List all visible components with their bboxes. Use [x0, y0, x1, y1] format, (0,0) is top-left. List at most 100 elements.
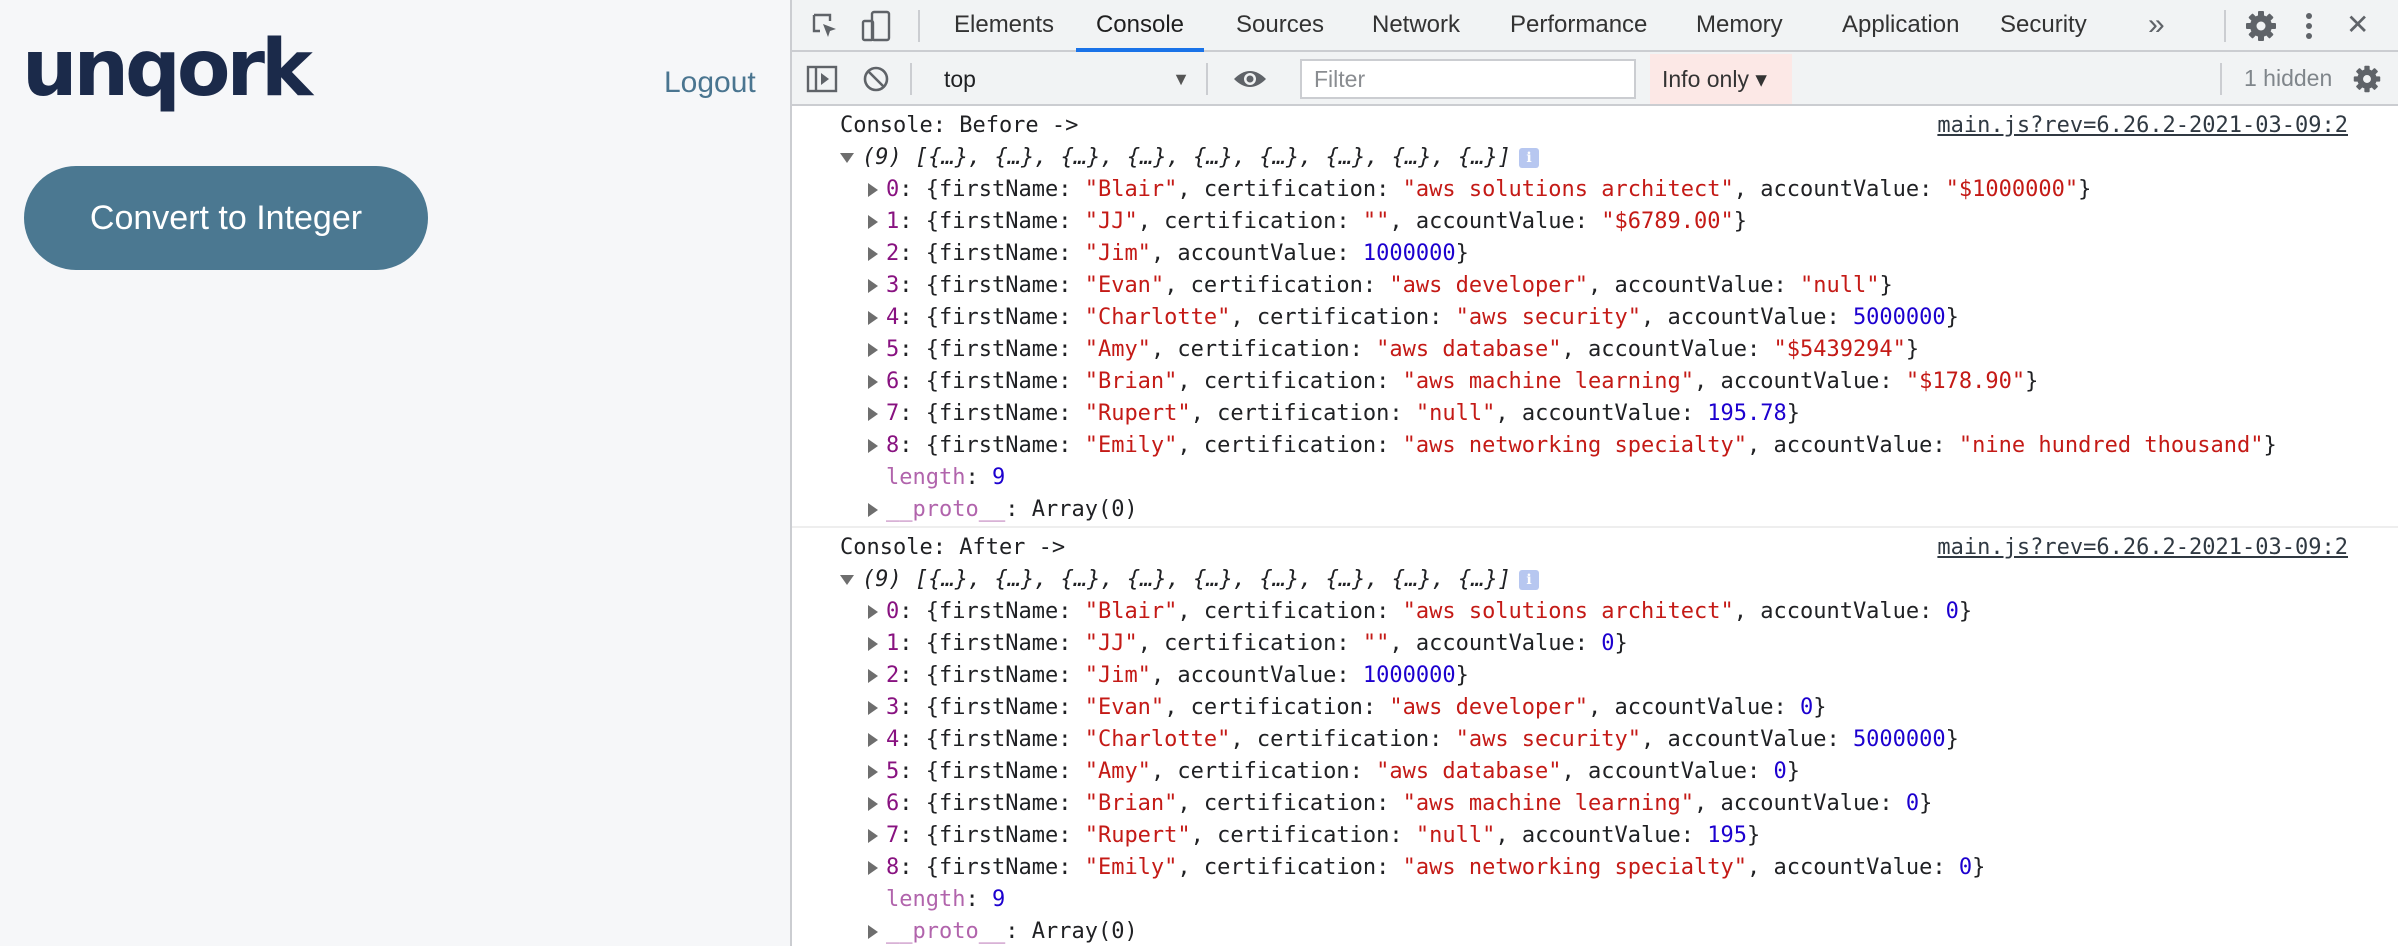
- property-key: , accountValue:: [1389, 631, 1602, 656]
- array-entry-row[interactable]: 4: {firstName: "Charlotte", certificatio…: [868, 724, 1959, 756]
- source-link[interactable]: main.js?rev=6.26.2-2021-03-09:2: [1937, 113, 2348, 138]
- tab-security[interactable]: Security: [2000, 0, 2087, 52]
- array-entry-row[interactable]: 5: {firstName: "Amy", certification: "aw…: [868, 334, 1919, 366]
- console-filter-input[interactable]: [1300, 59, 1636, 99]
- syntax-punctuation: : {: [899, 337, 939, 362]
- array-entry-row[interactable]: 2: {firstName: "Jim", accountValue: 1000…: [868, 660, 1469, 692]
- array-entry-row[interactable]: 7: {firstName: "Rupert", certification: …: [868, 398, 1800, 430]
- first-name-value: "Brian": [1084, 791, 1178, 816]
- devtools-panel: Elements Console Sources Network Perform…: [790, 0, 2398, 946]
- syntax-punctuation: }: [1945, 305, 1959, 330]
- array-entry-row[interactable]: 0: {firstName: "Blair", certification: "…: [868, 174, 2091, 206]
- account-value: 5000000: [1852, 727, 1946, 752]
- expand-triangle-icon[interactable]: [868, 925, 878, 939]
- expand-triangle-icon[interactable]: [868, 343, 878, 357]
- array-proto-row[interactable]: __proto__: Array(0): [868, 494, 1138, 526]
- array-entry-row[interactable]: 1: {firstName: "JJ", certification: "", …: [868, 628, 1628, 660]
- certification-value: "aws networking specialty": [1402, 433, 1747, 458]
- account-value: "$1000000": [1945, 177, 2079, 202]
- property-key: firstName:: [939, 241, 1085, 266]
- expand-triangle-icon[interactable]: [868, 637, 878, 651]
- expand-triangle-icon[interactable]: [868, 183, 878, 197]
- expand-triangle-icon[interactable]: [868, 605, 878, 619]
- context-selector[interactable]: top ▼: [934, 58, 1196, 100]
- first-name-value: "Jim": [1084, 241, 1151, 266]
- property-key: firstName:: [939, 759, 1085, 784]
- expand-triangle-icon[interactable]: [868, 375, 878, 389]
- entry-index: 2: [886, 663, 900, 688]
- expand-triangle-icon[interactable]: [868, 829, 878, 843]
- array-entry-row[interactable]: 0: {firstName: "Blair", certification: "…: [868, 596, 1972, 628]
- expand-triangle-icon[interactable]: [868, 439, 878, 453]
- gear-icon[interactable]: [2244, 9, 2278, 43]
- array-entry-row[interactable]: 8: {firstName: "Emily", certification: "…: [868, 852, 1985, 884]
- account-value: 0: [1799, 695, 1814, 720]
- expand-triangle-icon[interactable]: [868, 797, 878, 811]
- toolbar-divider: [2220, 63, 2222, 95]
- array-entry-row[interactable]: 6: {firstName: "Brian", certification: "…: [868, 788, 1932, 820]
- account-value: "$5439294": [1773, 337, 1906, 362]
- expand-triangle-icon[interactable]: [868, 701, 878, 715]
- first-name-value: "Evan": [1084, 273, 1165, 298]
- tab-performance[interactable]: Performance: [1510, 0, 1647, 52]
- console-sidebar-icon[interactable]: [806, 64, 838, 94]
- expand-triangle-icon[interactable]: [868, 765, 878, 779]
- expand-triangle-icon[interactable]: [868, 215, 878, 229]
- expand-triangle-icon[interactable]: [868, 503, 878, 517]
- array-entry-row[interactable]: 1: {firstName: "JJ", certification: "", …: [868, 206, 1747, 238]
- expand-triangle-icon[interactable]: [868, 733, 878, 747]
- expand-triangle-icon[interactable]: [868, 247, 878, 261]
- syntax-punctuation: : {: [899, 855, 939, 880]
- clear-console-icon[interactable]: [862, 65, 890, 93]
- console-settings-gear-icon[interactable]: [2352, 64, 2382, 94]
- tab-sources[interactable]: Sources: [1236, 0, 1324, 52]
- array-entry-row[interactable]: 4: {firstName: "Charlotte", certificatio…: [868, 302, 1959, 334]
- tab-console[interactable]: Console: [1076, 0, 1204, 52]
- proto-key: __proto__: [886, 919, 1006, 944]
- syntax-punctuation: }: [1919, 791, 1933, 816]
- array-entry-row[interactable]: 3: {firstName: "Evan", certification: "a…: [868, 270, 1893, 302]
- info-icon[interactable]: i: [1519, 148, 1540, 168]
- syntax-punctuation: : {: [899, 305, 939, 330]
- expand-triangle-icon[interactable]: [868, 861, 878, 875]
- logout-link[interactable]: Logout: [664, 66, 756, 99]
- syntax-punctuation: : {: [899, 663, 939, 688]
- account-value: "$6789.00": [1601, 209, 1734, 234]
- tab-network[interactable]: Network: [1372, 0, 1460, 52]
- array-entry-row[interactable]: 6: {firstName: "Brian", certification: "…: [868, 366, 2038, 398]
- array-summary[interactable]: (9) [{…}, {…}, {…}, {…}, {…}, {…}, {…}, …: [840, 564, 1540, 596]
- entry-index: 7: [886, 401, 900, 426]
- tab-elements[interactable]: Elements: [954, 0, 1054, 52]
- expand-triangle-icon[interactable]: [868, 279, 878, 293]
- array-proto-row[interactable]: __proto__: Array(0): [868, 916, 1138, 946]
- eye-icon[interactable]: [1232, 67, 1268, 91]
- expand-triangle-icon[interactable]: [868, 311, 878, 325]
- expand-triangle-icon[interactable]: [868, 407, 878, 421]
- property-key: , accountValue:: [1694, 369, 1906, 394]
- tab-application[interactable]: Application: [1842, 0, 1959, 52]
- array-entry-row[interactable]: 3: {firstName: "Evan", certification: "a…: [868, 692, 1826, 724]
- array-entry-row[interactable]: 8: {firstName: "Emily", certification: "…: [868, 430, 2277, 462]
- source-link[interactable]: main.js?rev=6.26.2-2021-03-09:2: [1937, 535, 2348, 560]
- inspect-element-icon[interactable]: [810, 11, 840, 41]
- collapse-triangle-icon[interactable]: [840, 153, 854, 163]
- array-entry-row[interactable]: 5: {firstName: "Amy", certification: "aw…: [868, 756, 1800, 788]
- property-key: , certification:: [1230, 727, 1456, 752]
- log-levels-dropdown[interactable]: Info only ▾: [1650, 54, 1792, 104]
- property-key: firstName:: [939, 855, 1085, 880]
- close-icon[interactable]: ✕: [2346, 9, 2370, 40]
- convert-to-integer-button[interactable]: Convert to Integer: [24, 166, 428, 270]
- more-tabs-button[interactable]: »: [2148, 8, 2165, 41]
- expand-triangle-icon[interactable]: [868, 669, 878, 683]
- kebab-menu-icon[interactable]: [2302, 10, 2316, 42]
- array-entry-row[interactable]: 7: {firstName: "Rupert", certification: …: [868, 820, 1760, 852]
- collapse-triangle-icon[interactable]: [840, 575, 854, 585]
- length-key: length: [886, 465, 966, 490]
- property-key: , certification:: [1137, 209, 1363, 234]
- tab-memory[interactable]: Memory: [1696, 0, 1783, 52]
- info-icon[interactable]: i: [1519, 570, 1540, 590]
- device-toolbar-icon[interactable]: [860, 9, 894, 43]
- property-key: , accountValue:: [1641, 305, 1853, 330]
- array-entry-row[interactable]: 2: {firstName: "Jim", accountValue: 1000…: [868, 238, 1469, 270]
- array-summary[interactable]: (9) [{…}, {…}, {…}, {…}, {…}, {…}, {…}, …: [840, 142, 1540, 174]
